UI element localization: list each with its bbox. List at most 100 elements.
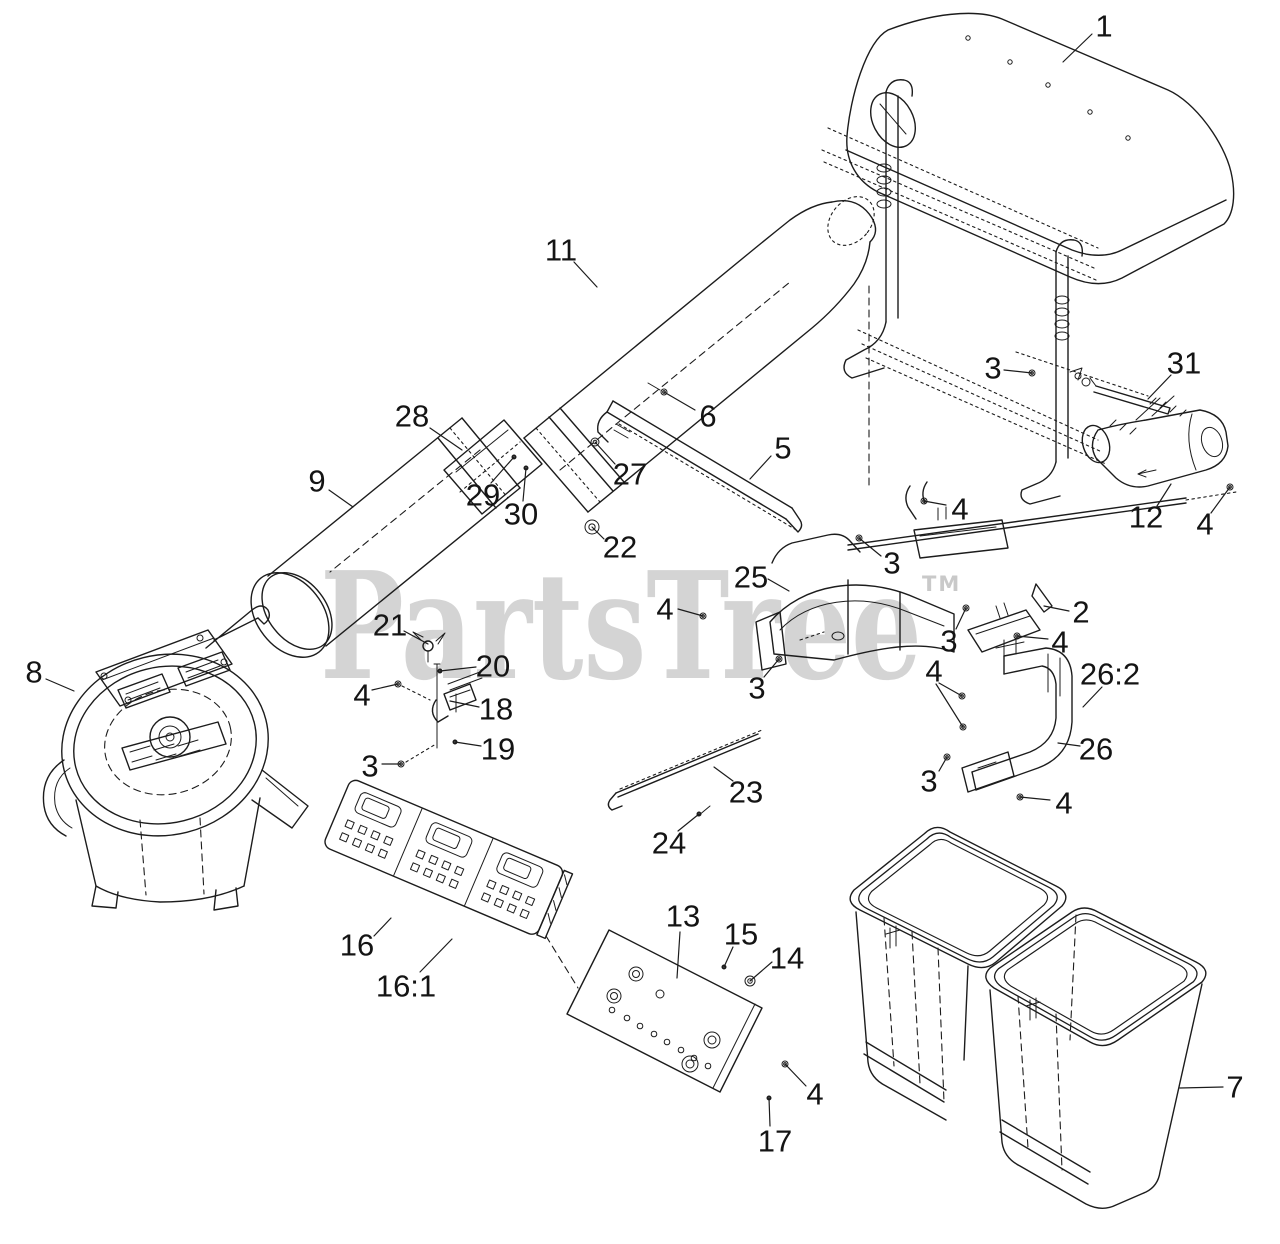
leader-line-3 — [938, 756, 948, 772]
callout-label-23: 23 — [729, 775, 763, 810]
watermark: PartsTree TM — [320, 539, 961, 713]
fastener-icon-center — [1228, 485, 1232, 489]
leader-line-26:2 — [1082, 686, 1103, 708]
callout-label-16: 16 — [340, 928, 374, 963]
fastener-icon-center — [857, 536, 861, 540]
fastener-icon-center — [592, 439, 598, 445]
fastener-icon-center — [960, 694, 964, 698]
callout-label-14: 14 — [770, 941, 804, 976]
callout-label-4: 4 — [353, 678, 370, 713]
decal-band — [121, 721, 227, 771]
fastener-icon — [775, 655, 783, 663]
leader-line-11 — [573, 261, 598, 288]
leader-line-30 — [522, 467, 527, 502]
fastener-icon — [959, 723, 967, 731]
callout-label-3: 3 — [361, 749, 378, 784]
callout-label-4: 4 — [806, 1077, 823, 1112]
fastener-icon — [721, 964, 727, 970]
leader-line-6 — [663, 391, 696, 411]
fastener-icon-center — [922, 499, 926, 503]
spring-stack-left — [876, 163, 892, 209]
leader-line-4 — [923, 500, 947, 506]
callout-label-4: 4 — [925, 654, 942, 689]
fastener-icon — [920, 497, 928, 505]
leader-line-3 — [858, 537, 882, 557]
callout-label-4: 4 — [1196, 507, 1213, 542]
fastener-icon — [855, 534, 863, 542]
callout-label-6: 6 — [699, 399, 716, 434]
leader-line-7 — [1179, 1086, 1224, 1089]
fastener-icon — [781, 1060, 789, 1068]
fastener-icon — [660, 388, 668, 396]
callout-label-5: 5 — [774, 431, 791, 466]
leader-line-16:1 — [419, 938, 453, 973]
fastener-icon — [696, 811, 702, 817]
latch-bracket-2 — [967, 583, 1053, 653]
mount-plate-13 — [566, 929, 763, 1093]
lift-rod-23 — [607, 729, 763, 817]
callout-label-9: 9 — [308, 464, 325, 499]
fastener-icon — [1013, 632, 1021, 640]
leader-line-14 — [749, 961, 773, 982]
fastener-icon — [1016, 793, 1024, 801]
hopper-vent-hole — [870, 92, 916, 148]
hopper-assembly — [821, 12, 1235, 520]
leader-line-3 — [763, 658, 780, 678]
callout-label-16:1: 16:1 — [376, 969, 436, 1004]
leader-line-4 — [784, 1063, 807, 1087]
leader-line-2 — [1043, 605, 1070, 612]
leader-line-13 — [676, 931, 681, 979]
callout-label-3: 3 — [883, 546, 900, 581]
fastener-icon-center — [964, 606, 968, 610]
spring-stack-right — [1054, 295, 1070, 341]
curved-bracket-25 — [755, 579, 955, 671]
fastener-icon-center — [722, 965, 726, 969]
leader-line-29 — [490, 456, 515, 484]
callout-label-31: 31 — [1167, 346, 1201, 381]
decal-console-16 — [324, 779, 579, 989]
callout-label-17: 17 — [758, 1124, 792, 1159]
fastener-icon — [766, 1095, 772, 1101]
fastener-icon-center — [961, 725, 965, 729]
blower-assembly — [42, 605, 309, 911]
leader-line-4 — [938, 682, 963, 697]
callout-label-20: 20 — [476, 649, 510, 684]
callout-label-8: 8 — [25, 655, 42, 690]
leader-line-5 — [749, 455, 772, 480]
fastener-icon — [699, 612, 707, 620]
fastener-icon — [397, 760, 405, 768]
support-rail-5 — [597, 382, 803, 533]
fastener-icon-center — [588, 523, 596, 531]
leader-line-24 — [677, 813, 700, 832]
fastener-icon-center — [438, 669, 442, 673]
leader-line-4 — [371, 683, 399, 691]
leader-line-31 — [1147, 374, 1172, 400]
fastener-icon — [943, 753, 951, 761]
leader-line-17 — [768, 1097, 771, 1127]
callout-label-18: 18 — [479, 692, 513, 727]
watermark-tm: TM — [922, 572, 961, 596]
callout-label-4: 4 — [1055, 786, 1072, 821]
callout-label-3: 3 — [920, 764, 937, 799]
leader-line-15 — [723, 946, 734, 968]
callout-label-28: 28 — [395, 399, 429, 434]
leader-line-3 — [1003, 369, 1033, 374]
callout-label-15: 15 — [724, 917, 758, 952]
leader-line-9 — [328, 489, 354, 508]
fastener-icon-center — [701, 614, 705, 618]
watermark-text: PartsTree — [320, 539, 922, 713]
callout-label-26:2: 26:2 — [1080, 657, 1140, 692]
callout-label-30: 30 — [504, 497, 538, 532]
fastener-icon — [523, 465, 529, 471]
leader-line-19 — [454, 741, 482, 747]
leader-line-26 — [1057, 742, 1081, 747]
bag-latch — [1025, 997, 1041, 1021]
callout-label-7: 7 — [1226, 1070, 1243, 1105]
leader-line-4 — [1019, 796, 1051, 801]
leader-line-21 — [403, 630, 429, 645]
lower-chute-tube — [250, 417, 521, 658]
leader-line-1 — [1062, 33, 1093, 63]
callout-label-26: 26 — [1079, 732, 1113, 767]
